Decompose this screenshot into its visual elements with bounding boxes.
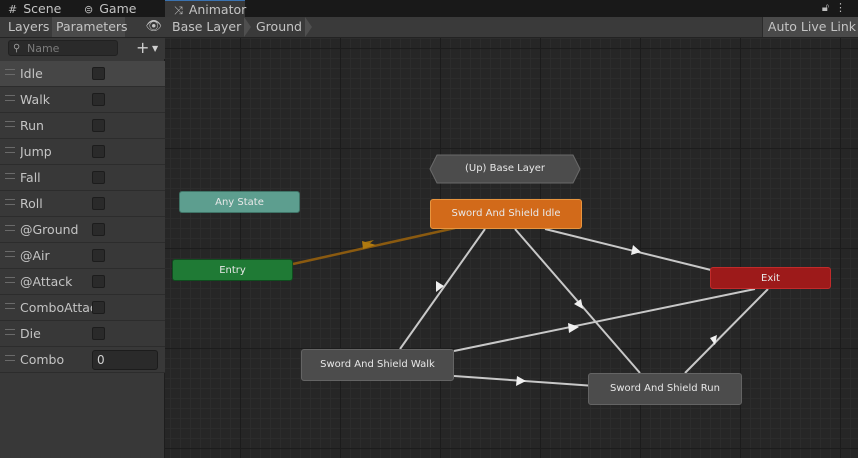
search-row: ⚲ Name + ▼ xyxy=(0,38,165,59)
transition-idle-run[interactable] xyxy=(514,228,641,374)
parameter-bool-checkbox[interactable] xyxy=(92,197,105,210)
eye-icon[interactable]: 👁︎ xyxy=(145,19,162,34)
transition-idle-walk[interactable] xyxy=(399,228,486,350)
drag-handle-icon[interactable] xyxy=(5,173,15,179)
drag-handle-icon[interactable] xyxy=(5,355,15,361)
scene-grid-icon: # xyxy=(8,3,18,16)
state-sword-shield-run[interactable]: Sword And Shield Run xyxy=(588,373,742,405)
parameter-name[interactable]: @Attack xyxy=(20,274,73,289)
parameter-int-field[interactable]: 0 xyxy=(92,350,158,370)
transition-layer xyxy=(292,154,769,387)
parameter-name[interactable]: @Ground xyxy=(20,222,79,237)
parameter-name[interactable]: Walk xyxy=(20,92,50,107)
parameter-bool-checkbox[interactable] xyxy=(92,93,105,106)
parameter-name[interactable]: Idle xyxy=(20,66,43,81)
parameter-row[interactable]: ComboAttac xyxy=(0,295,165,321)
parameter-row[interactable]: @Attack xyxy=(0,269,165,295)
entry-node[interactable]: Entry xyxy=(172,259,293,281)
parameter-bool-checkbox[interactable] xyxy=(92,275,105,288)
tab-game[interactable]: ⊜Game xyxy=(84,1,137,16)
tab-animator[interactable]: ⤨Animator xyxy=(165,0,246,17)
drag-handle-icon[interactable] xyxy=(5,303,15,309)
parameter-name[interactable]: ComboAttac xyxy=(20,300,92,315)
search-placeholder: Name xyxy=(27,42,60,55)
transition-arrow xyxy=(362,241,376,249)
tab-scene[interactable]: #Scene xyxy=(8,1,62,16)
parameter-row[interactable]: Fall xyxy=(0,165,165,191)
up-base-layer-node[interactable]: (Up) Base Layer xyxy=(464,163,546,174)
window-controls: 🔓︎⋮ xyxy=(822,1,852,15)
parameter-name[interactable]: @Air xyxy=(20,248,50,263)
parameter-bool-checkbox[interactable] xyxy=(92,67,105,80)
parameter-row[interactable]: @Ground xyxy=(0,217,165,243)
drag-handle-icon[interactable] xyxy=(5,277,15,283)
transition-arrow xyxy=(516,376,526,386)
parameter-row[interactable]: Idle xyxy=(0,61,165,87)
search-input[interactable]: ⚲ Name xyxy=(8,40,118,56)
drag-handle-icon[interactable] xyxy=(5,95,15,101)
left-panel-tabs: Layers Parameters 👁︎ xyxy=(0,17,165,38)
exit-node[interactable]: Exit xyxy=(710,267,831,289)
drag-handle-icon[interactable] xyxy=(5,69,15,75)
parameter-row[interactable]: Die xyxy=(0,321,165,347)
drag-handle-icon[interactable] xyxy=(5,147,15,153)
tab-layers[interactable]: Layers xyxy=(8,19,50,34)
animator-icon: ⤨ xyxy=(174,4,183,17)
parameter-bool-checkbox[interactable] xyxy=(92,171,105,184)
graph-header: Base Layer Ground Auto Live Link xyxy=(165,17,858,38)
parameter-row[interactable]: @Air xyxy=(0,243,165,269)
drag-handle-icon[interactable] xyxy=(5,225,15,231)
parameter-name[interactable]: Jump xyxy=(20,144,52,159)
breadcrumb-separator xyxy=(244,17,251,37)
breadcrumb-separator xyxy=(305,17,312,37)
parameter-bool-checkbox[interactable] xyxy=(92,223,105,236)
parameter-bool-checkbox[interactable] xyxy=(92,301,105,314)
transition-arrow xyxy=(631,245,641,255)
state-sword-shield-walk[interactable]: Sword And Shield Walk xyxy=(301,349,454,381)
breadcrumb-base-layer[interactable]: Base Layer xyxy=(172,19,242,34)
search-icon: ⚲ xyxy=(13,43,21,54)
drag-handle-icon[interactable] xyxy=(5,251,15,257)
drag-handle-icon[interactable] xyxy=(5,121,15,127)
transition-entry-idle[interactable] xyxy=(292,226,456,266)
transition-arrow xyxy=(574,299,583,309)
state-sword-shield-idle[interactable]: Sword And Shield Idle xyxy=(430,199,582,229)
transition-walk-exit[interactable] xyxy=(453,288,756,352)
transition-idle-exit[interactable] xyxy=(544,228,716,272)
parameter-name[interactable]: Roll xyxy=(20,196,43,211)
any-state-node[interactable]: Any State xyxy=(179,191,300,213)
lock-icon[interactable]: 🔓︎ xyxy=(821,1,835,14)
transition-arrow xyxy=(568,323,579,333)
add-parameter-button[interactable]: + xyxy=(136,38,150,57)
transition-arrow xyxy=(436,281,444,292)
parameter-name[interactable]: Fall xyxy=(20,170,41,185)
tab-parameters[interactable]: Parameters xyxy=(52,17,128,37)
parameter-name[interactable]: Combo xyxy=(20,352,65,367)
window-tab-bar: #Scene ⊜Game ⤨Animator 🔓︎⋮ xyxy=(0,0,858,17)
up-base-layer-shape xyxy=(429,154,581,184)
transition-run-exit[interactable] xyxy=(684,288,769,374)
parameter-row[interactable]: Roll xyxy=(0,191,165,217)
parameter-row[interactable]: Combo 0 xyxy=(0,347,165,373)
parameter-bool-checkbox[interactable] xyxy=(92,145,105,158)
parameter-row[interactable]: Walk xyxy=(0,87,165,113)
drag-handle-icon[interactable] xyxy=(5,199,15,205)
parameter-row[interactable]: Run xyxy=(0,113,165,139)
auto-live-link-button[interactable]: Auto Live Link xyxy=(761,17,858,37)
breadcrumb-ground[interactable]: Ground xyxy=(256,19,302,34)
parameter-row[interactable]: Jump xyxy=(0,139,165,165)
state-machine-graph[interactable]: (Up) Base Layer Any State Entry Sword An… xyxy=(165,38,858,458)
chevron-down-icon[interactable]: ▼ xyxy=(152,44,159,53)
parameter-bool-checkbox[interactable] xyxy=(92,119,105,132)
parameter-name[interactable]: Run xyxy=(20,118,44,133)
parameter-name[interactable]: Die xyxy=(20,326,41,341)
parameter-bool-checkbox[interactable] xyxy=(92,327,105,340)
transition-arrow xyxy=(710,335,717,345)
gamepad-icon: ⊜ xyxy=(84,3,94,16)
parameter-bool-checkbox[interactable] xyxy=(92,249,105,262)
more-menu-icon[interactable]: ⋮ xyxy=(835,1,852,14)
drag-handle-icon[interactable] xyxy=(5,329,15,335)
